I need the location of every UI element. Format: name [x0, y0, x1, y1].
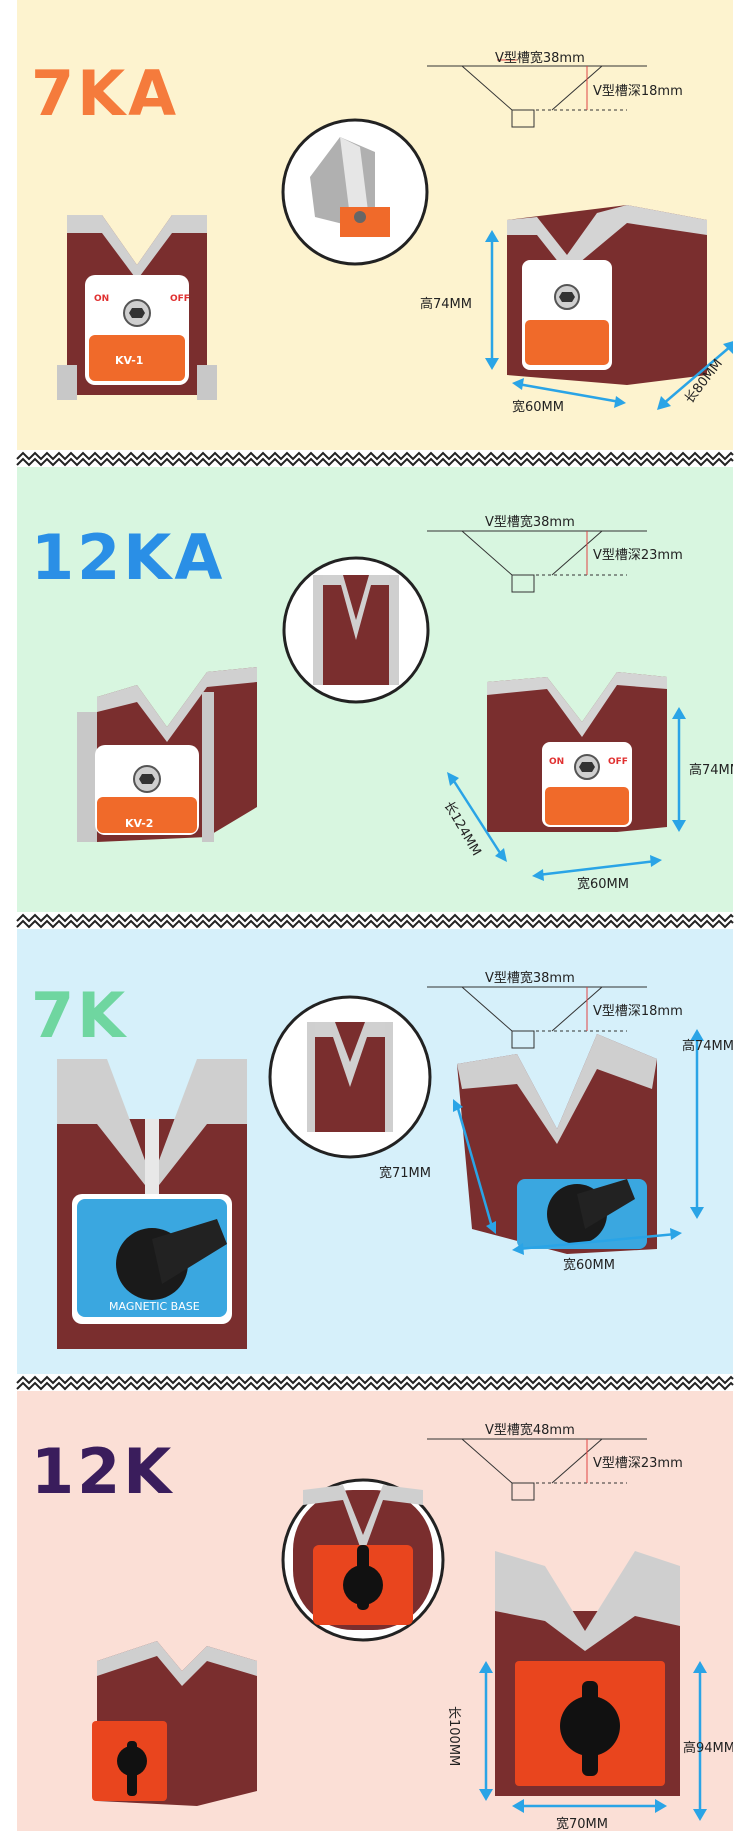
- zigzag-divider: [16, 1375, 734, 1391]
- model-title: 7K: [31, 979, 129, 1052]
- length-label: 宽71MM: [379, 1166, 431, 1181]
- width-label: 宽60MM: [563, 1258, 615, 1273]
- width-label: 宽60MM: [577, 877, 629, 892]
- groove-width-label: V型槽宽48mm: [485, 1423, 575, 1438]
- model-title: 7KA: [31, 57, 180, 130]
- zigzag-divider: [16, 913, 734, 929]
- block-dimension-view: [495, 1551, 680, 1796]
- block-front-view: [57, 215, 217, 400]
- panel-7ka: 7KA V型槽宽38mm V型槽深18mm ON OFF KV-1: [17, 0, 733, 450]
- height-label: 高74MM: [682, 1039, 733, 1054]
- plate-off: OFF: [170, 294, 190, 304]
- groove-diagram: [427, 986, 647, 1049]
- height-label: 高94MM: [683, 1741, 733, 1756]
- height-arrow: [672, 707, 686, 832]
- width-arrow: [512, 378, 626, 408]
- inset-circle: [282, 556, 430, 704]
- groove-depth-label: V型槽深23mm: [593, 1456, 683, 1471]
- plate-label: KV-1: [115, 354, 144, 367]
- groove-diagram: [427, 59, 647, 128]
- plate-label: KV-2: [125, 817, 154, 830]
- width-label: 宽70MM: [556, 1817, 608, 1831]
- panel-7k: 7K V型槽宽38mm V型槽深18mm MAGNETIC BASE: [17, 929, 733, 1374]
- model-title: 12KA: [31, 521, 226, 594]
- plate-off: OFF: [608, 757, 628, 767]
- length-arrow: [657, 341, 733, 410]
- width-arrow: [512, 1228, 682, 1255]
- block-front-view: [92, 1641, 257, 1806]
- block-dimension-view: [487, 672, 667, 832]
- width-arrow: [532, 855, 662, 881]
- length-label: 长100MM: [446, 1706, 461, 1767]
- groove-depth-label: V型槽深18mm: [593, 84, 683, 99]
- length-arrow: [479, 1661, 493, 1801]
- block-front-view: [57, 1059, 247, 1349]
- block-dimension-view: [507, 205, 707, 385]
- height-arrow: [693, 1661, 707, 1821]
- height-arrow: [485, 230, 499, 370]
- groove-depth-label: V型槽深18mm: [593, 1004, 683, 1019]
- groove-width-label: V型槽宽38mm: [485, 515, 575, 530]
- groove-diagram: [427, 530, 647, 593]
- panel-12k: 12K V型槽宽48mm V型槽深23mm 高94MM: [17, 1391, 733, 1831]
- panel-12ka: 12KA V型槽宽38mm V型槽深23mm KV-2 ON OFF: [17, 467, 733, 912]
- plate-on: ON: [94, 294, 110, 304]
- height-arrow: [690, 1029, 704, 1219]
- width-label: 宽60MM: [512, 400, 564, 415]
- groove-diagram: [427, 1438, 647, 1501]
- inset-circle: [281, 1478, 445, 1642]
- height-label: 高74MM: [420, 297, 472, 312]
- width-arrow: [512, 1799, 667, 1813]
- height-label: 高74MM: [689, 763, 733, 778]
- groove-depth-label: V型槽深23mm: [593, 548, 683, 563]
- model-title: 12K: [31, 1435, 175, 1508]
- inset-circle: [281, 118, 429, 266]
- block-dimension-view: [457, 1034, 657, 1254]
- plate-label: MAGNETIC BASE: [109, 1300, 200, 1313]
- block-front-view: [77, 667, 257, 842]
- inset-circle: [268, 995, 432, 1159]
- groove-width-label: V型槽宽38mm: [485, 971, 575, 986]
- length-arrow: [447, 772, 507, 862]
- length-arrow: [453, 1099, 496, 1234]
- zigzag-divider: [16, 451, 734, 467]
- plate-on: ON: [549, 757, 565, 767]
- groove-width-label: V型槽宽38mm: [495, 51, 585, 66]
